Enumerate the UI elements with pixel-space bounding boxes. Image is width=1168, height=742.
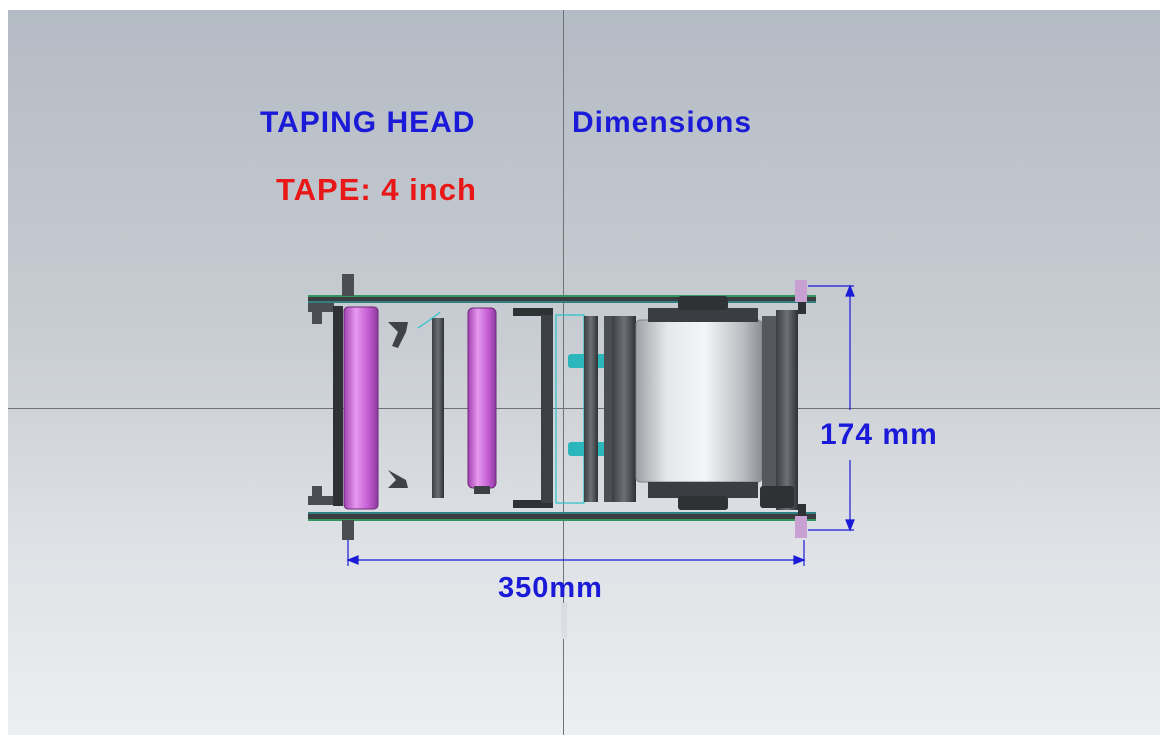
tape-size-label: TAPE: 4 inch — [276, 172, 477, 207]
tape-roll — [635, 296, 763, 510]
cutter-frame — [513, 308, 636, 508]
tape-path — [417, 311, 441, 329]
dimension-height — [808, 284, 855, 532]
roller-middle — [467, 307, 497, 494]
axis-gap — [561, 603, 567, 639]
title-dimensions: Dimensions — [572, 106, 753, 139]
roller-left — [343, 306, 379, 510]
cad-viewport[interactable]: TAPING HEAD Dimensions TAPE: 4 inch — [8, 10, 1160, 735]
frame-plate-bottom — [308, 512, 816, 521]
title-taping-head: TAPING HEAD — [260, 106, 476, 139]
width-dimension-label: 350mm — [498, 572, 603, 604]
dimension-width — [346, 540, 806, 566]
frame-plate-top — [308, 295, 816, 303]
taping-head-drawing — [308, 274, 855, 566]
left-bolts — [308, 274, 354, 540]
guide-arms — [388, 318, 444, 498]
right-mechanism — [760, 280, 807, 538]
height-dimension-label: 174 mm — [820, 418, 938, 451]
origin-axis-vertical — [563, 10, 564, 735]
